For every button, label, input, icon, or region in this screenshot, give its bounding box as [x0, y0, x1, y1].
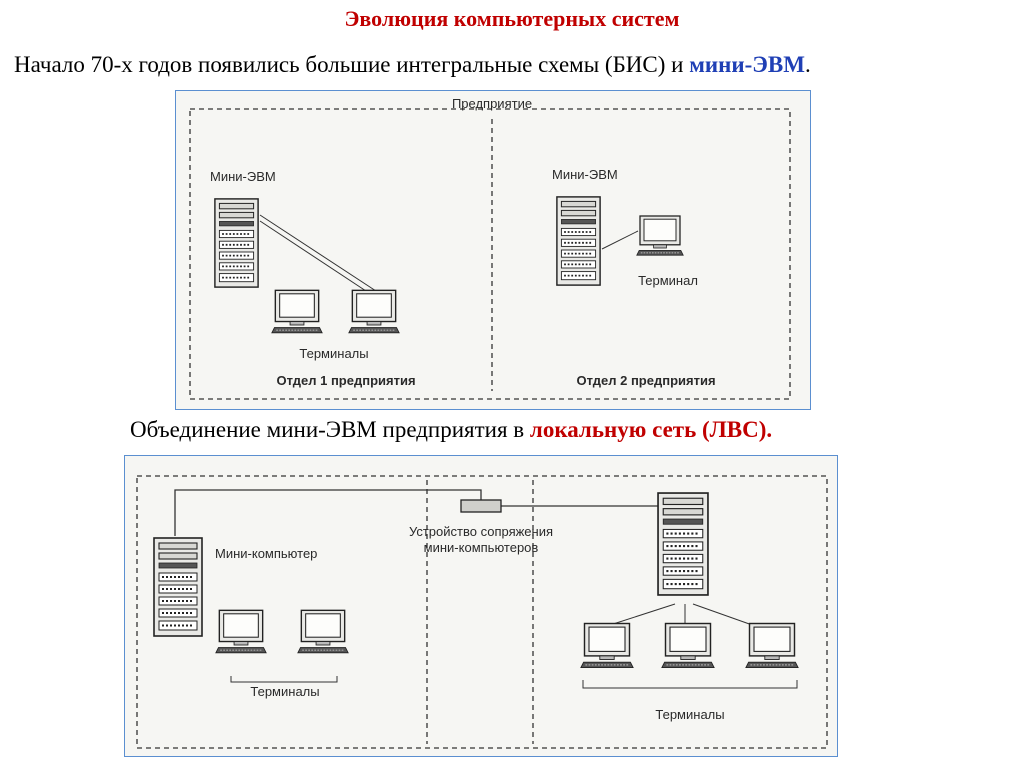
- lan-text-highlight: локальную сеть (ЛВС).: [529, 417, 773, 442]
- figure-lan: Устройство сопряжения мини-компьютеров М…: [124, 455, 838, 757]
- dept2-minicomputer-icon: [556, 195, 601, 287]
- left-terminals-bracket: [230, 676, 338, 683]
- interface-label-line1: Устройство сопряжения: [409, 524, 553, 539]
- diagram-enterprise: Предприятие Мини-ЭВМ Терминалы Отдел 1 п…: [189, 96, 791, 400]
- intro-text-highlight: мини-ЭВМ: [689, 52, 805, 77]
- dept2-computer-label: Мини-ЭВМ: [552, 167, 618, 182]
- dept1-terminal-2-icon: [348, 289, 400, 334]
- dept1-terminal-1-icon: [271, 289, 323, 334]
- interface-device-icon: [460, 499, 502, 513]
- intro-text-main: Начало 70-х годов появились большие инте…: [14, 52, 690, 77]
- dept1-link-2: [259, 214, 377, 292]
- dept1-computer-label: Мини-ЭВМ: [210, 169, 276, 184]
- right-terminals-label: Терминалы: [655, 707, 724, 722]
- dept1-link-1: [259, 220, 367, 292]
- diagram-lan: Устройство сопряжения мини-компьютеров М…: [136, 475, 828, 749]
- lan-text: Объединение мини-ЭВМ предприятия в локал…: [130, 417, 772, 443]
- dept2-label: Отдел 2 предприятия: [576, 373, 715, 388]
- right-terminal-3-icon: [745, 622, 799, 669]
- enterprise-label: Предприятие: [452, 96, 532, 111]
- lan-cable-left: [174, 489, 482, 536]
- left-computer-label: Мини-компьютер: [215, 546, 317, 561]
- left-terminal-2-icon: [297, 609, 349, 654]
- dept1-label: Отдел 1 предприятия: [276, 373, 415, 388]
- dept2-terminal-icon: [636, 215, 684, 256]
- dept1-minicomputer-icon: [214, 197, 259, 289]
- lan-cable-right: [501, 505, 666, 526]
- intro-text-end: .: [804, 52, 811, 77]
- intro-text: Начало 70-х годов появились большие инте…: [14, 52, 811, 78]
- left-minicomputer-icon: [153, 536, 203, 638]
- right-minicomputer-icon: [657, 491, 709, 597]
- lan-text-main: Объединение мини-ЭВМ предприятия в: [130, 417, 530, 442]
- dept2-terminal-label: Терминал: [638, 273, 698, 288]
- enterprise-boundary: [189, 108, 791, 400]
- right-terminal-2-icon: [661, 622, 715, 669]
- right-link-1: [606, 603, 676, 627]
- dept2-link: [601, 230, 639, 250]
- slide-title: Эволюция компьютерных систем: [344, 6, 680, 31]
- figure-minicomputers-departments: Предприятие Мини-ЭВМ Терминалы Отдел 1 п…: [175, 90, 811, 410]
- dept1-terminals-label: Терминалы: [299, 346, 368, 361]
- right-terminals-bracket: [582, 680, 798, 689]
- left-terminal-1-icon: [215, 609, 267, 654]
- left-terminals-label: Терминалы: [250, 684, 319, 699]
- interface-label-line2: мини-компьютеров: [424, 540, 539, 555]
- lan-boundary: [136, 475, 828, 749]
- right-terminal-1-icon: [580, 622, 634, 669]
- right-link-3: [692, 603, 756, 627]
